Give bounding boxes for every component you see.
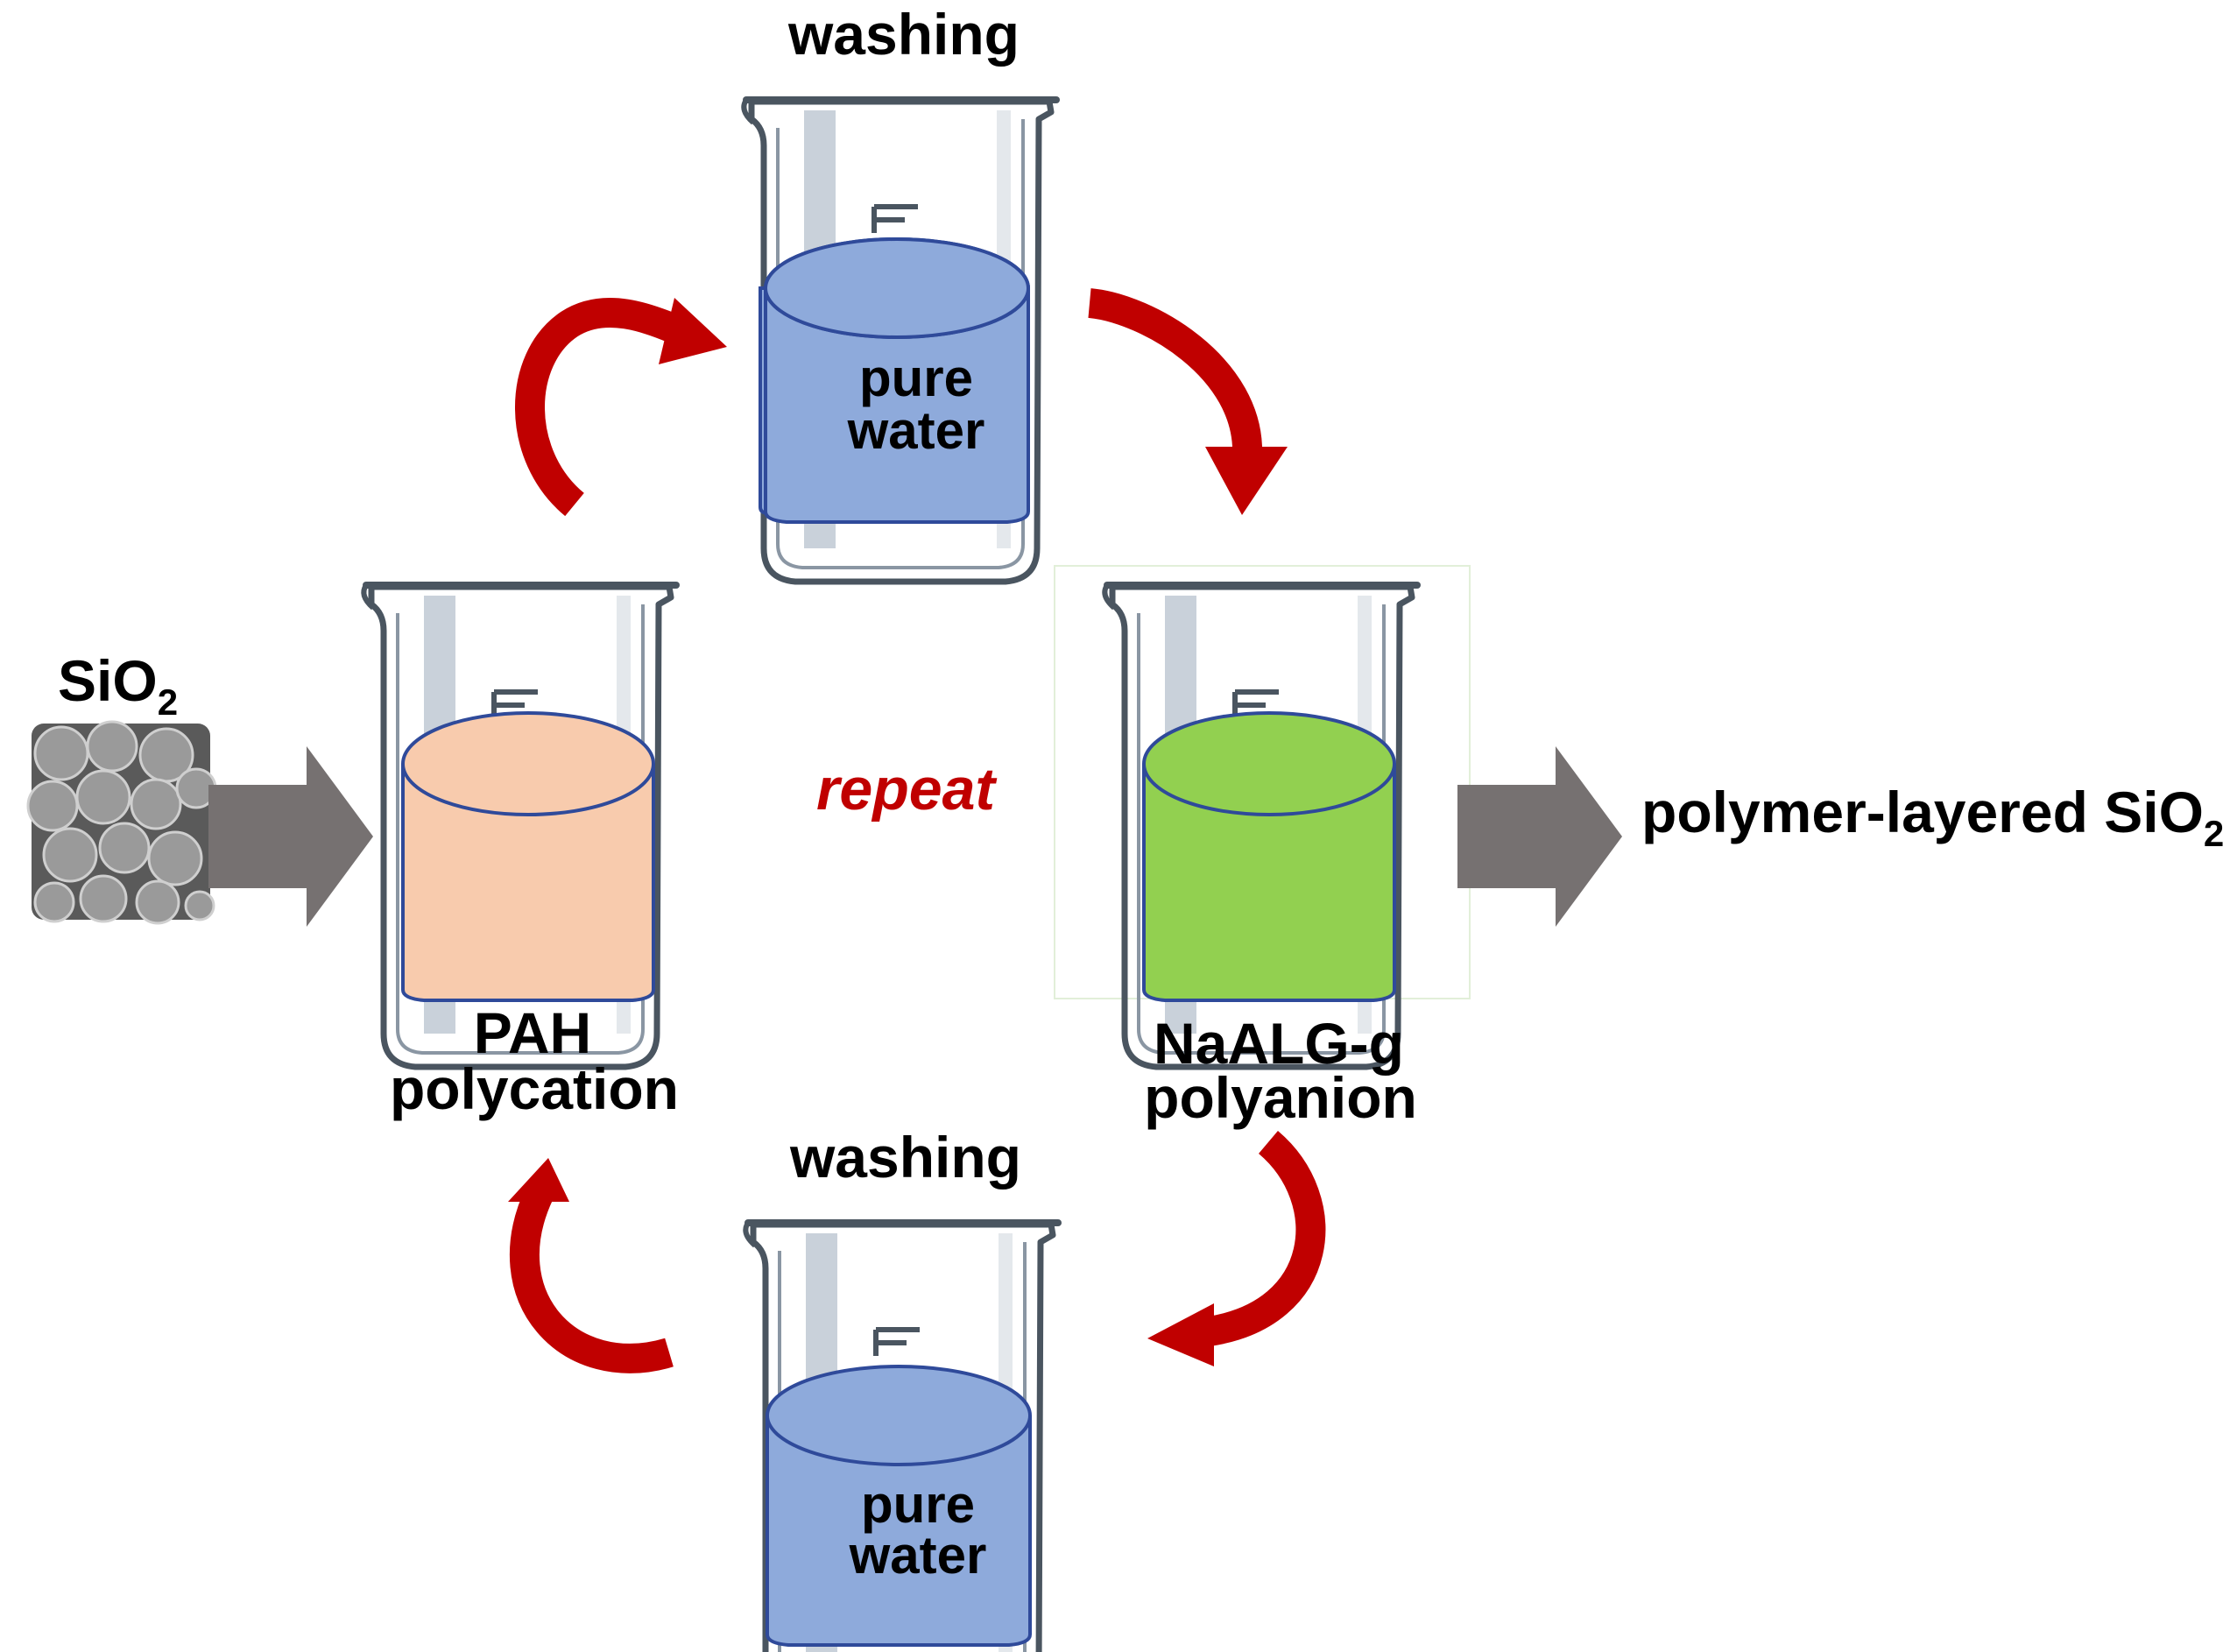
block-arrow-icon: [208, 746, 373, 927]
pah-label: PAH: [474, 1000, 591, 1065]
curved-arrow-icon: [1206, 1131, 1326, 1346]
arrowhead-icon: [659, 298, 727, 364]
curved-arrow-icon: [515, 298, 689, 517]
curved-arrow-icon: [1087, 288, 1263, 456]
naalg-label: NaALG-g: [1154, 1011, 1404, 1076]
pure-label-bottom: pure: [861, 1475, 975, 1534]
beaker-icon: [363, 585, 676, 1067]
polyanion-label: polyanion: [1144, 1065, 1417, 1130]
arrowhead-icon: [1205, 447, 1288, 515]
beaker-icon: [745, 1223, 1058, 1652]
beaker-icon: [1104, 585, 1417, 1067]
curved-arrow-icon: [509, 1186, 674, 1373]
polycation-label: polycation: [390, 1056, 679, 1121]
washing-bottom-label: washing: [789, 1125, 1021, 1190]
washing-top-label: washing: [787, 2, 1020, 67]
arrowhead-icon: [508, 1158, 569, 1202]
water-label-bottom: water: [849, 1526, 987, 1585]
repeat-label: repeat: [816, 756, 997, 822]
sio2-label: SiO2: [58, 648, 178, 723]
water-label-top: water: [847, 401, 985, 460]
block-arrow-icon: [1457, 746, 1622, 927]
pure-label-top: pure: [859, 349, 973, 407]
product-label: polymer-layered SiO2: [1641, 780, 2224, 854]
beaker-icon: [744, 100, 1056, 582]
arrowhead-icon: [1147, 1303, 1214, 1366]
silica-particles-image: [26, 720, 217, 925]
